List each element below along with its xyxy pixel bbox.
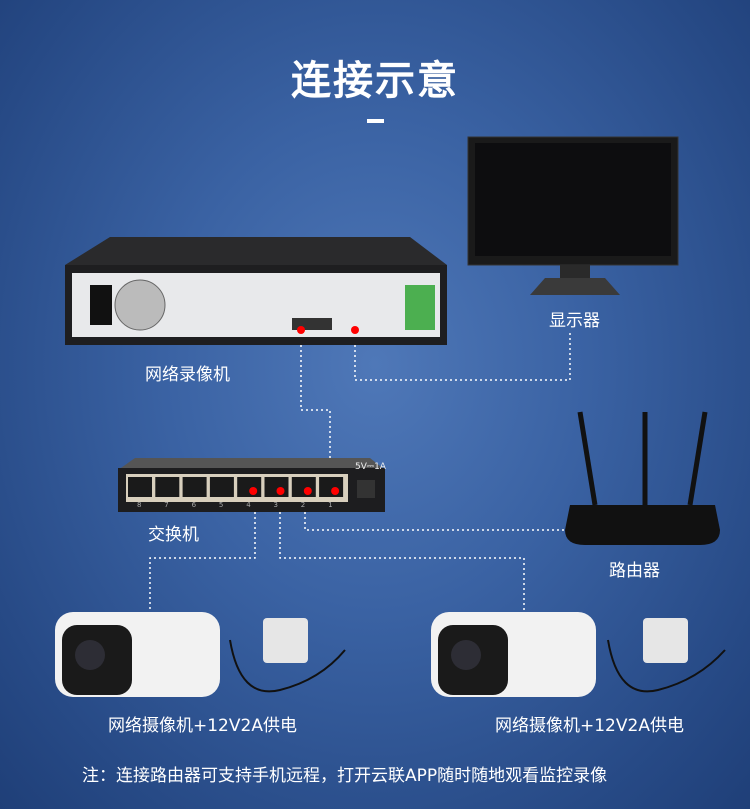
switch-port-2 <box>291 477 316 497</box>
switch-port-label: 8 <box>137 501 142 509</box>
switch-port-label: 2 <box>300 501 306 509</box>
switch-port-7 <box>155 477 180 497</box>
monitor-label: 显示器 <box>549 311 600 331</box>
switch-port-label: 3 <box>273 501 278 509</box>
switch-port-3 <box>264 477 289 497</box>
switch-port-label: 7 <box>164 501 169 509</box>
port-active-dot <box>331 487 340 495</box>
camera-right-label: 网络摄像机+12V2A供电 <box>495 716 684 736</box>
port-active-dot <box>303 487 312 495</box>
title-divider <box>367 119 384 123</box>
port-active-dot <box>276 487 285 495</box>
monitor-image <box>467 136 679 295</box>
camera-left-image <box>55 612 346 697</box>
nvr-label: 网络录像机 <box>145 365 230 385</box>
nvr-switch-line <box>300 330 331 487</box>
switch-port-label: 1 <box>328 501 333 509</box>
switch-port-1 <box>319 477 344 497</box>
switch-port-label: 6 <box>191 501 197 509</box>
port-active-dot <box>249 487 258 495</box>
switch-port-label: 4 <box>246 501 251 509</box>
switch-power-label: 5V⎓1A <box>355 462 386 472</box>
switch-port-4 <box>237 477 262 497</box>
nvr-image <box>65 237 447 345</box>
switch-port-label: 5 <box>218 501 224 509</box>
nvr-monitor-line <box>354 330 571 381</box>
camera-left-label: 网络摄像机+12V2A供电 <box>108 716 297 736</box>
router-image <box>565 411 720 545</box>
footnote: 注：连接路由器可支持手机远程，打开云联APP随时随地观看监控录像 <box>82 766 608 786</box>
switch-image <box>118 458 385 512</box>
page-title: 连接示意 <box>291 58 459 104</box>
switch-port-8 <box>128 477 152 497</box>
switch-label: 交换机 <box>148 525 199 545</box>
switch-camera-right-line <box>279 487 525 610</box>
switch-camera-left-line <box>149 487 256 610</box>
camera-right-image <box>431 612 726 697</box>
switch-port-5 <box>209 477 234 497</box>
connection-lines <box>149 330 571 610</box>
router-label: 路由器 <box>609 561 660 581</box>
switch-port-6 <box>182 477 207 497</box>
